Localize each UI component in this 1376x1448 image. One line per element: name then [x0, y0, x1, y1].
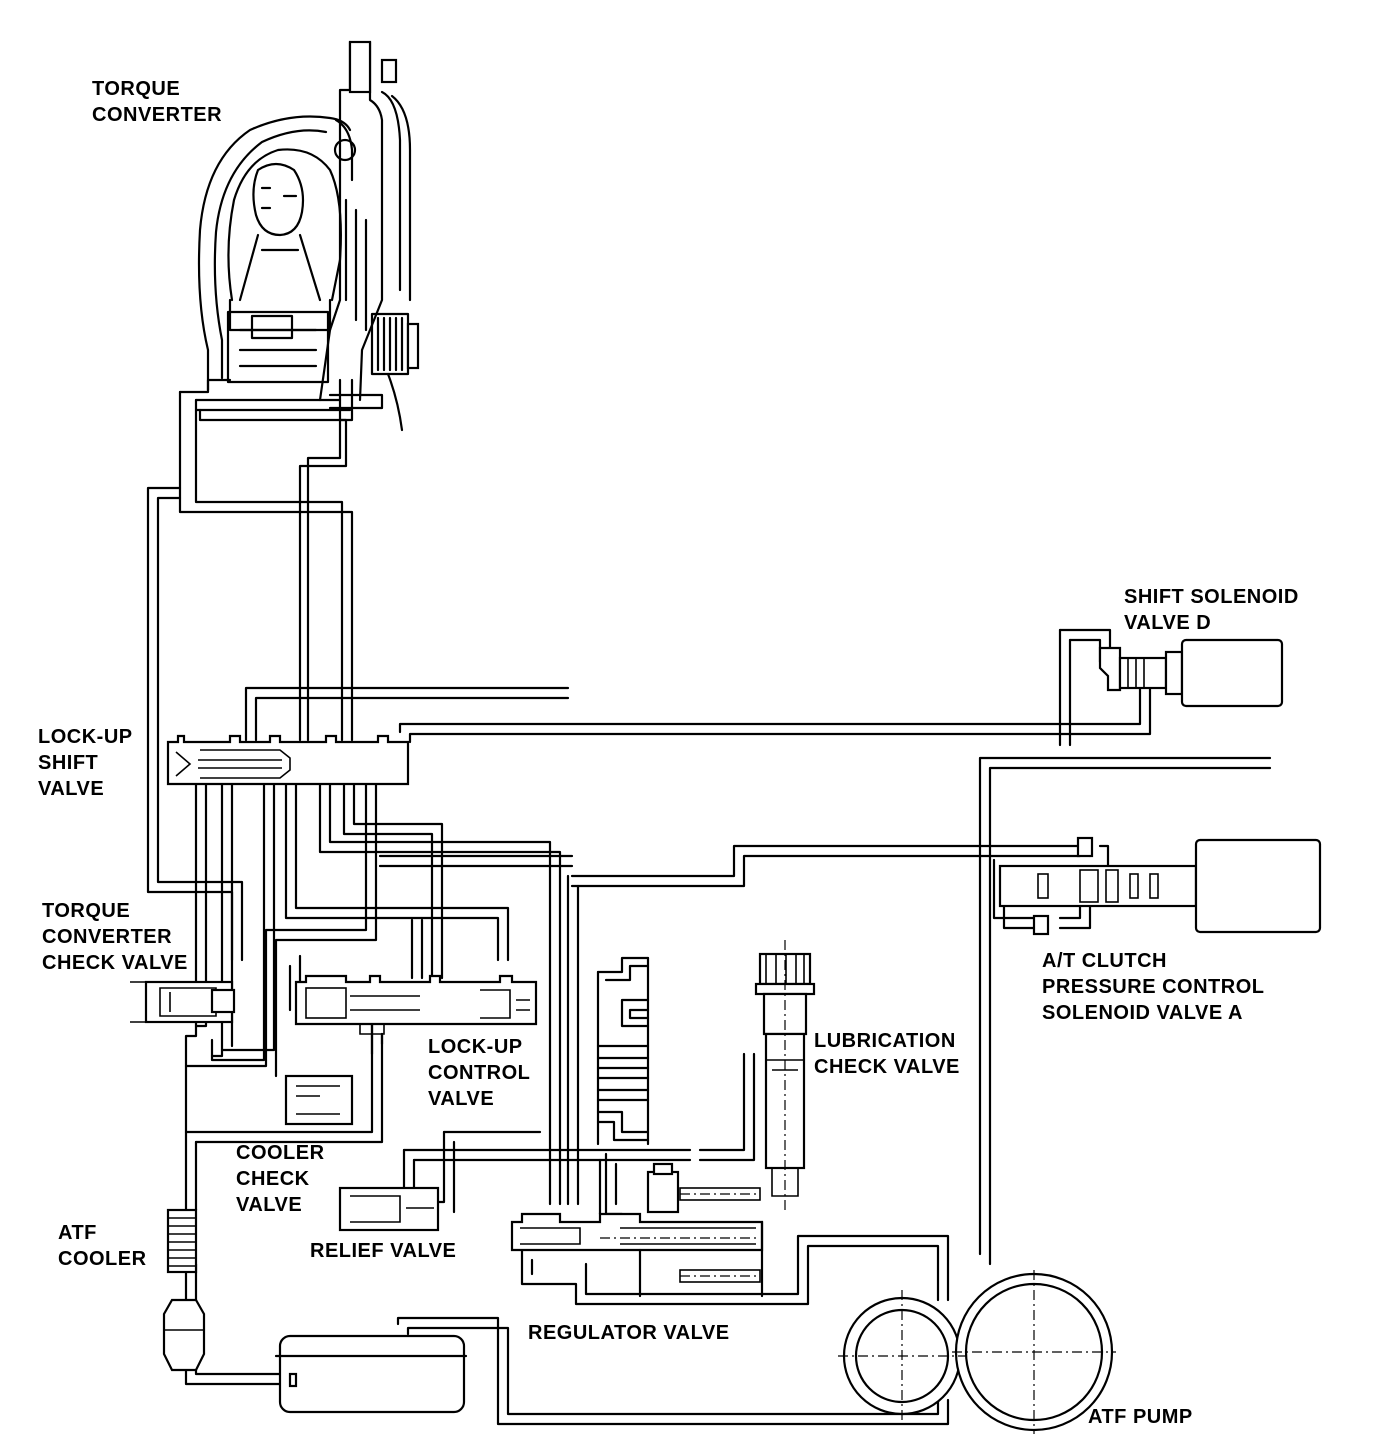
label-clutch-solenoid-line-1: A/T CLUTCH — [1042, 950, 1167, 972]
label-lockup-control-valve: LOCK-UP CONTROL VALVE — [428, 1034, 530, 1112]
atf-pump-gears — [838, 1270, 1116, 1434]
label-lockup-shift-line-1: LOCK-UP — [38, 726, 133, 748]
label-lubrication-line-2: CHECK VALVE — [814, 1056, 960, 1078]
at-clutch-pressure-control-solenoid-a — [998, 836, 1322, 936]
shift-solenoid-valve-d — [1098, 638, 1284, 708]
label-cooler-check-line-3: VALVE — [236, 1194, 303, 1216]
label-atf-pump: ATF PUMP — [1088, 1404, 1193, 1430]
label-clutch-solenoid-line-3: SOLENOID VALVE A — [1042, 1002, 1243, 1024]
regulator-valve-body — [510, 1158, 764, 1298]
label-atf-cooler-line-1: ATF — [58, 1222, 97, 1244]
label-lockup-control-line-1: LOCK-UP — [428, 1036, 523, 1058]
label-torque-converter-check-valve: TORQUE CONVERTER CHECK VALVE — [42, 898, 188, 976]
label-lockup-shift-line-3: VALVE — [38, 778, 105, 800]
label-torque-converter-line-2: CONVERTER — [92, 104, 223, 126]
label-tc-check-line-2: CONVERTER — [42, 926, 173, 948]
torque-converter — [178, 40, 420, 432]
label-lubrication-line-1: LUBRICATION — [814, 1030, 956, 1052]
label-lockup-control-line-3: VALVE — [428, 1088, 495, 1110]
cooler-check-valve-body — [284, 1074, 354, 1126]
label-clutch-solenoid-line-2: PRESSURE CONTROL — [1042, 976, 1265, 998]
label-atf-cooler-line-2: COOLER — [58, 1248, 147, 1270]
label-lockup-shift-line-2: SHIFT — [38, 752, 99, 774]
label-relief-valve-line-1: RELIEF VALVE — [310, 1240, 457, 1262]
label-cooler-check-line-1: COOLER — [236, 1142, 325, 1164]
torque-converter-check-valve — [130, 980, 236, 1024]
label-tc-check-line-1: TORQUE — [42, 900, 131, 922]
label-shift-solenoid-line-2: VALVE D — [1124, 612, 1212, 634]
label-relief-valve: RELIEF VALVE — [310, 1238, 456, 1264]
label-lubrication-check-valve: LUBRICATION CHECK VALVE — [814, 1028, 960, 1080]
label-atf-cooler: ATF COOLER — [58, 1220, 147, 1272]
label-lockup-shift-valve: LOCK-UP SHIFT VALVE — [38, 724, 133, 802]
label-regulator-valve-line-1: REGULATOR VALVE — [528, 1322, 730, 1344]
label-cooler-check-valve: COOLER CHECK VALVE — [236, 1140, 325, 1218]
label-atf-pump-line-1: ATF PUMP — [1088, 1406, 1193, 1428]
label-regulator-valve: REGULATOR VALVE — [528, 1320, 730, 1346]
atf-reservoir — [274, 1334, 468, 1414]
label-lockup-control-line-2: CONTROL — [428, 1062, 531, 1084]
label-torque-converter-line-1: TORQUE — [92, 78, 181, 100]
lockup-shift-valve — [166, 734, 410, 786]
label-cooler-check-line-2: CHECK — [236, 1168, 310, 1190]
label-tc-check-line-3: CHECK VALVE — [42, 952, 188, 974]
label-shift-solenoid-valve-d: SHIFT SOLENOID VALVE D — [1124, 584, 1299, 636]
label-torque-converter: TORQUE CONVERTER — [92, 76, 222, 128]
fluid-channels — [146, 390, 1272, 1426]
relief-valve-body — [338, 1186, 440, 1232]
label-at-clutch-solenoid-a: A/T CLUTCH PRESSURE CONTROL SOLENOID VAL… — [1042, 948, 1264, 1026]
lubrication-check-valve-body — [754, 940, 816, 1210]
atf-cooler-body — [162, 1208, 206, 1372]
lockup-control-valve — [294, 974, 538, 1035]
label-shift-solenoid-line-1: SHIFT SOLENOID — [1124, 586, 1299, 608]
